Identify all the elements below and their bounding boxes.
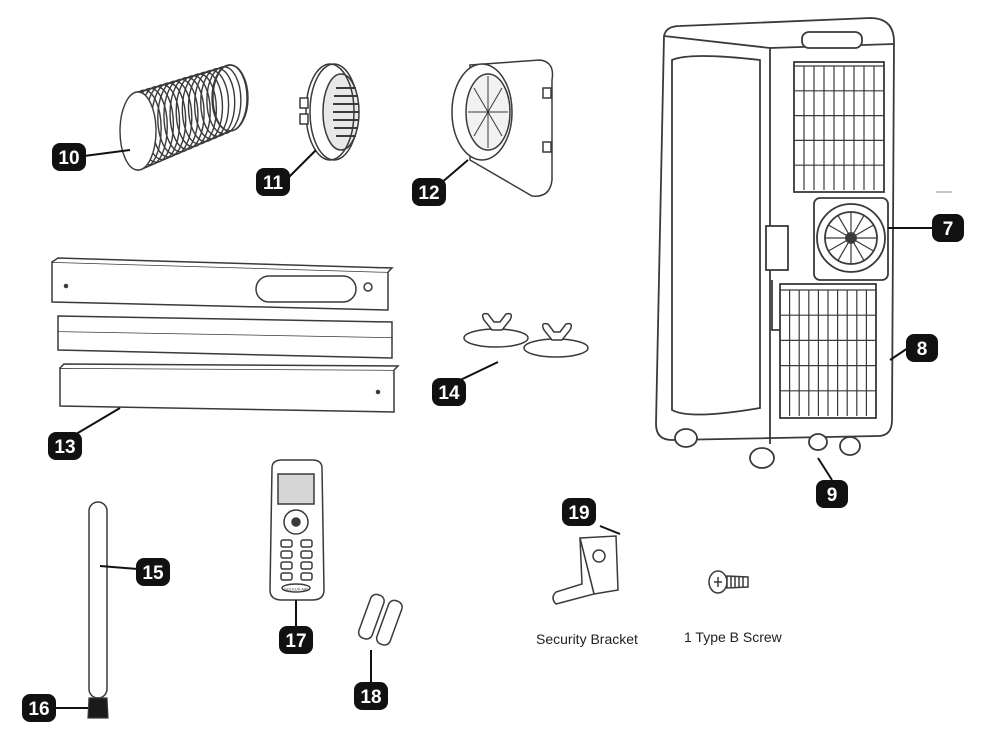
svg-text:9: 9 xyxy=(827,485,838,506)
callout-15: 15 xyxy=(136,558,170,586)
callout-12: 12 xyxy=(412,178,446,206)
fan-spoke xyxy=(855,224,874,237)
fan-spoke xyxy=(837,242,850,261)
callout-9: 9 xyxy=(816,480,848,508)
fan-spoke xyxy=(828,239,847,252)
caster-wheel-icon xyxy=(674,428,861,469)
screw-icon xyxy=(708,570,749,594)
drain-cap-icon xyxy=(87,697,109,719)
callout-14: 14 xyxy=(432,378,466,406)
fan-spoke xyxy=(852,215,865,234)
hose-ring xyxy=(175,75,211,148)
hose-ring xyxy=(169,76,205,150)
callout-7: 7 xyxy=(932,214,964,242)
window-slider-kit-icon xyxy=(51,257,400,413)
fan-spoke xyxy=(828,224,847,237)
remote-key xyxy=(300,572,313,581)
callout-10: 10 xyxy=(52,143,86,171)
svg-text:11: 11 xyxy=(263,173,284,194)
air-inlet-filter-icon xyxy=(779,61,885,419)
hose-ring xyxy=(150,82,187,158)
remote-key xyxy=(300,550,313,559)
security-bracket-icon xyxy=(552,535,619,605)
hose-connector-icon xyxy=(299,63,360,161)
svg-text:18: 18 xyxy=(360,687,381,708)
exhaust-hose-icon xyxy=(119,64,249,171)
fan-spoke xyxy=(852,242,865,261)
security-bracket-caption: Security Bracket xyxy=(536,631,638,647)
callout-8: 8 xyxy=(906,334,938,362)
drain-tube-icon xyxy=(88,501,108,699)
svg-text:19: 19 xyxy=(568,503,589,524)
remote-key xyxy=(300,561,313,570)
svg-text:17: 17 xyxy=(285,631,306,652)
callout-16: 16 xyxy=(22,694,56,722)
battery-icon xyxy=(357,593,403,646)
wing-nut-icon xyxy=(463,312,589,358)
window-adapter-icon xyxy=(451,59,554,197)
remote-control-icon xyxy=(269,459,325,601)
ac-unit-icon xyxy=(655,17,895,469)
remote-key xyxy=(280,539,293,548)
svg-text:16: 16 xyxy=(28,699,49,720)
hose-ring xyxy=(157,80,193,156)
svg-text:15: 15 xyxy=(142,563,164,584)
svg-text:7: 7 xyxy=(943,219,954,240)
callout-19: 19 xyxy=(562,498,596,526)
callout-11: 11 xyxy=(256,168,290,196)
remote-brand-text: SOLEUS AIR xyxy=(284,587,308,592)
svg-text:10: 10 xyxy=(58,148,79,169)
remote-key xyxy=(280,572,293,581)
callout-13: 13 xyxy=(48,432,82,460)
svg-text:13: 13 xyxy=(54,437,75,458)
callout-18: 18 xyxy=(354,682,388,710)
svg-text:8: 8 xyxy=(917,339,928,360)
remote-key xyxy=(280,561,293,570)
fan-spoke xyxy=(855,239,874,252)
hose-ring xyxy=(163,78,199,153)
screw-caption: 1 Type B Screw xyxy=(684,629,783,645)
fan-spoke xyxy=(837,215,850,234)
hose-ring xyxy=(181,73,218,145)
remote-key xyxy=(300,539,313,548)
remote-key xyxy=(280,550,293,559)
callout-17: 17 xyxy=(279,626,313,654)
svg-text:12: 12 xyxy=(418,183,439,204)
air-outlet-fan-icon xyxy=(813,197,889,281)
svg-text:14: 14 xyxy=(438,383,460,404)
